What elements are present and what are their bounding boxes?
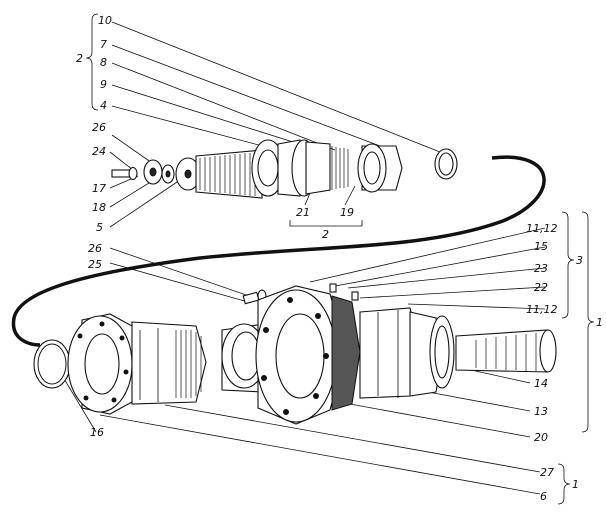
ring-16 <box>33 339 71 389</box>
flange-6 <box>67 313 141 415</box>
callout-labels: 10 7 8 9 4 26 24 17 18 5 21 19 2 2 11,12… <box>76 14 603 503</box>
ring-19 <box>357 143 403 193</box>
callout-25: 25 <box>88 258 102 271</box>
hub-15 <box>255 285 347 425</box>
callout-23: 23 <box>534 262 548 275</box>
gear-sleeve-27 <box>131 321 207 405</box>
callout-14: 14 <box>534 377 548 390</box>
seal-20 <box>331 295 361 411</box>
callout-11-12-bottom: 11,12 <box>526 303 558 316</box>
bolt-17 <box>111 166 138 181</box>
callout-6: 6 <box>540 490 547 503</box>
callout-26-lower: 26 <box>88 242 102 255</box>
callout-22: 22 <box>534 281 548 294</box>
callout-16: 16 <box>90 426 104 439</box>
ring-14 <box>429 315 455 389</box>
callout-8: 8 <box>100 56 107 69</box>
callout-9: 9 <box>100 78 107 91</box>
callout-10: 10 <box>98 14 112 27</box>
callout-21: 21 <box>296 206 310 219</box>
callout-19: 19 <box>340 206 354 219</box>
callout-13: 13 <box>534 405 548 418</box>
cable <box>11 155 546 347</box>
callout-4: 4 <box>100 99 107 112</box>
callout-18: 18 <box>92 201 106 214</box>
callout-1-bottom: 1 <box>572 478 579 491</box>
callout-20: 20 <box>534 431 548 444</box>
callout-15: 15 <box>534 240 548 253</box>
callout-5: 5 <box>96 221 103 234</box>
callout-2-brace: 2 <box>76 52 83 65</box>
grouping-braces <box>85 13 595 505</box>
shaft-end <box>455 329 557 373</box>
callout-3: 3 <box>576 254 583 267</box>
lower-hub-assembly <box>33 283 557 425</box>
callout-2-group: 2 <box>322 228 329 241</box>
callout-1-right: 1 <box>596 316 603 329</box>
callout-17: 17 <box>92 182 106 195</box>
callout-11-12-top: 11,12 <box>526 222 558 235</box>
callout-26: 26 <box>92 121 106 134</box>
inner-sleeve <box>221 323 267 393</box>
callout-7: 7 <box>100 38 107 51</box>
leader-lines <box>59 21 546 495</box>
callout-27: 27 <box>540 466 554 479</box>
pin-23 <box>329 283 337 293</box>
callout-24: 24 <box>92 145 106 158</box>
upper-shaft-assembly <box>111 139 458 199</box>
pin-22 <box>351 291 359 301</box>
